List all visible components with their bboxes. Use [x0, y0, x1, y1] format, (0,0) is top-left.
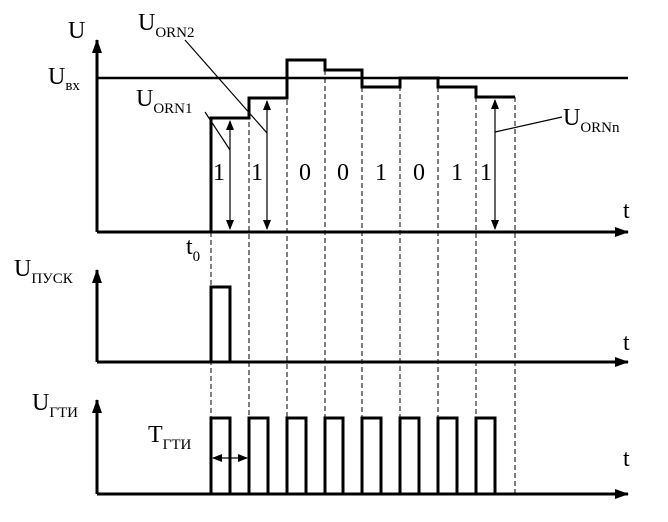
u-ornn-label: UORNn: [563, 105, 620, 136]
u-orn2-label: UORN2: [138, 10, 195, 41]
orn1-leader: [204, 111, 231, 151]
ornn-leader: [494, 116, 563, 133]
t0-label: t0: [186, 234, 200, 265]
u-orn-staircase: [97, 58, 515, 234]
bit-4: 0: [337, 160, 349, 186]
t-axis-label-middle: t: [623, 330, 630, 356]
u-start-label: UПУСК: [14, 256, 74, 287]
bit-7: 1: [451, 160, 463, 186]
start-pulse: [97, 285, 232, 364]
u-gti-label: UГТИ: [32, 390, 78, 421]
bit-3: 0: [299, 160, 311, 186]
bit-1: 1: [213, 160, 225, 186]
bit-2: 1: [251, 160, 263, 186]
t-axis-label-top: t: [623, 198, 630, 224]
bit-6: 0: [413, 160, 425, 186]
bit-5: 1: [375, 160, 387, 186]
bit-values: 1 1 0 0 1 0 1 1: [213, 160, 492, 186]
u-orn1-label: UORN1: [136, 86, 193, 117]
u-axis-label: U: [68, 18, 85, 44]
orn2-leader: [184, 39, 268, 134]
clock-pulse-train: [97, 416, 497, 496]
t-gti-label: TГТИ: [148, 422, 192, 453]
bit-8: 1: [480, 160, 492, 186]
u-input-label: Uвх: [48, 64, 80, 94]
t-axis-label-bottom: t: [623, 446, 630, 472]
